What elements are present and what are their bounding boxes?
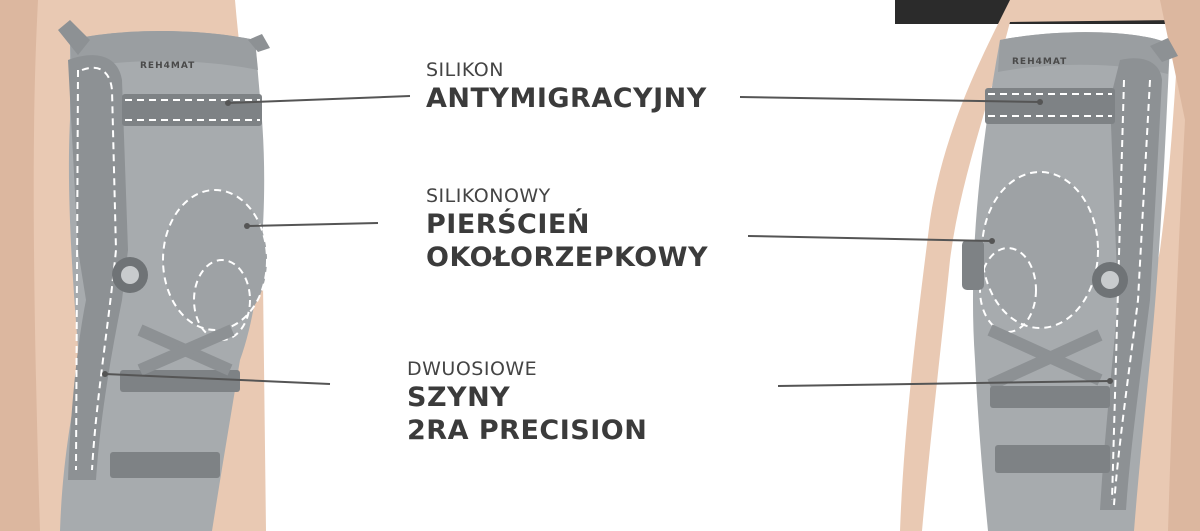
right-patella-ring (981, 171, 1099, 329)
left-top-strap (122, 94, 262, 126)
callout-title-line-1: PIERŚCIEŃ (426, 209, 590, 240)
right-brand-logo: REH4MAT (1012, 57, 1067, 67)
callout-patella-ring: SILIKONOWY PIERŚCIEŃ OKOŁORZEPKOWY (426, 184, 708, 274)
callout-subtitle: DWUOSIOWE (407, 358, 538, 380)
right-lower-strap-2 (995, 445, 1110, 473)
left-lower-strap-1 (120, 370, 240, 392)
left-lower-strap-2 (110, 452, 220, 478)
callout-title-line-1: SZYNY (407, 382, 511, 413)
leader-line-1-left (227, 95, 411, 104)
right-lower-strap-1 (990, 386, 1110, 408)
callout-title: ANTYMIGRACYJNY (426, 83, 707, 114)
leader-line-3-left (104, 373, 331, 385)
leader-lines (102, 95, 1113, 387)
callout-antimigration-silicone: SILIKON ANTYMIGRACYJNY (426, 58, 707, 115)
right-leg: REH4MAT (895, 0, 1200, 531)
callout-subtitle: SILIKON (426, 59, 504, 81)
callout-title-line-2: OKOŁORZEPKOWY (426, 242, 709, 273)
callout-title-line-2: 2RA PRECISION (407, 415, 648, 446)
left-lateral-bar (68, 55, 128, 481)
leader-line-1-right (739, 96, 1041, 103)
left-brand-logo: REH4MAT (140, 61, 195, 71)
right-leg-skin (900, 0, 1200, 531)
leader-line-2-right (747, 235, 993, 242)
callout-biaxial-splints: DWUOSIOWE SZYNY 2RA PRECISION (407, 357, 647, 447)
left-patella-ring (162, 189, 268, 331)
left-leg: REH4MAT (0, 0, 270, 531)
leader-line-3-right (777, 380, 1111, 387)
leader-line-2-left (246, 222, 379, 227)
callout-subtitle: SILIKONOWY (426, 185, 551, 207)
